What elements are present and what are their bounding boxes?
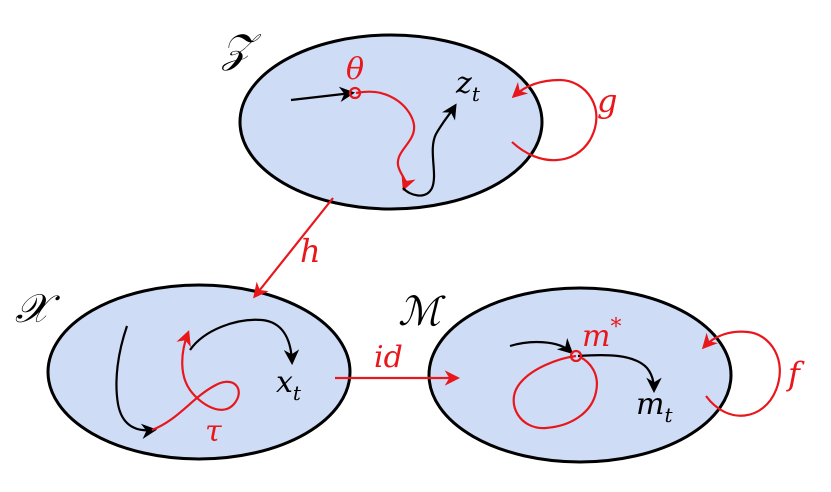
m-t-label: mt	[636, 387, 673, 427]
g-label: g	[597, 82, 617, 120]
tau-label: τ	[205, 414, 222, 449]
z-t-sub: t	[472, 82, 481, 106]
m-star-base: m	[582, 319, 610, 354]
z-black-trajectory	[402, 103, 457, 197]
m-t-base: m	[636, 387, 664, 422]
x-t-sub: t	[293, 381, 302, 405]
m-t-sub: t	[664, 403, 673, 427]
f-label: f	[786, 355, 805, 393]
set-label-z: 𝒵	[221, 26, 262, 72]
x-black-upper-trajectory	[189, 318, 300, 366]
manifold-m-ellipse	[427, 286, 733, 464]
z-red-trajectory	[355, 90, 416, 191]
m-black-incoming-trajectory	[509, 337, 574, 355]
theta-point-marker	[348, 86, 362, 100]
m-star-label: m*	[582, 315, 621, 354]
m-red-loop-trajectory	[512, 354, 598, 430]
latent-space-z-ellipse	[238, 33, 544, 211]
m-star-sup: *	[610, 315, 621, 340]
set-label-m: ℳ	[398, 289, 446, 335]
x-t-base: x	[276, 365, 293, 400]
h-label: h	[300, 232, 321, 270]
m-black-outgoing-trajectory	[577, 353, 662, 394]
z-t-base: z	[455, 66, 472, 101]
z-incoming-trajectory	[290, 86, 356, 103]
m-star-point-marker	[569, 349, 583, 363]
observation-space-x-ellipse	[46, 283, 352, 461]
f-self-map-arrow	[701, 330, 781, 417]
id-label: id	[374, 340, 403, 375]
x-black-lower-trajectory	[115, 325, 158, 440]
x-t-label: xt	[276, 365, 302, 405]
g-self-map-arrow	[511, 78, 598, 162]
theta-label: θ	[346, 52, 364, 87]
tau-red-trajectory	[151, 330, 240, 432]
h-map-arrow	[253, 197, 334, 299]
set-label-x: 𝒳	[15, 286, 61, 332]
z-t-label: zt	[455, 66, 481, 106]
